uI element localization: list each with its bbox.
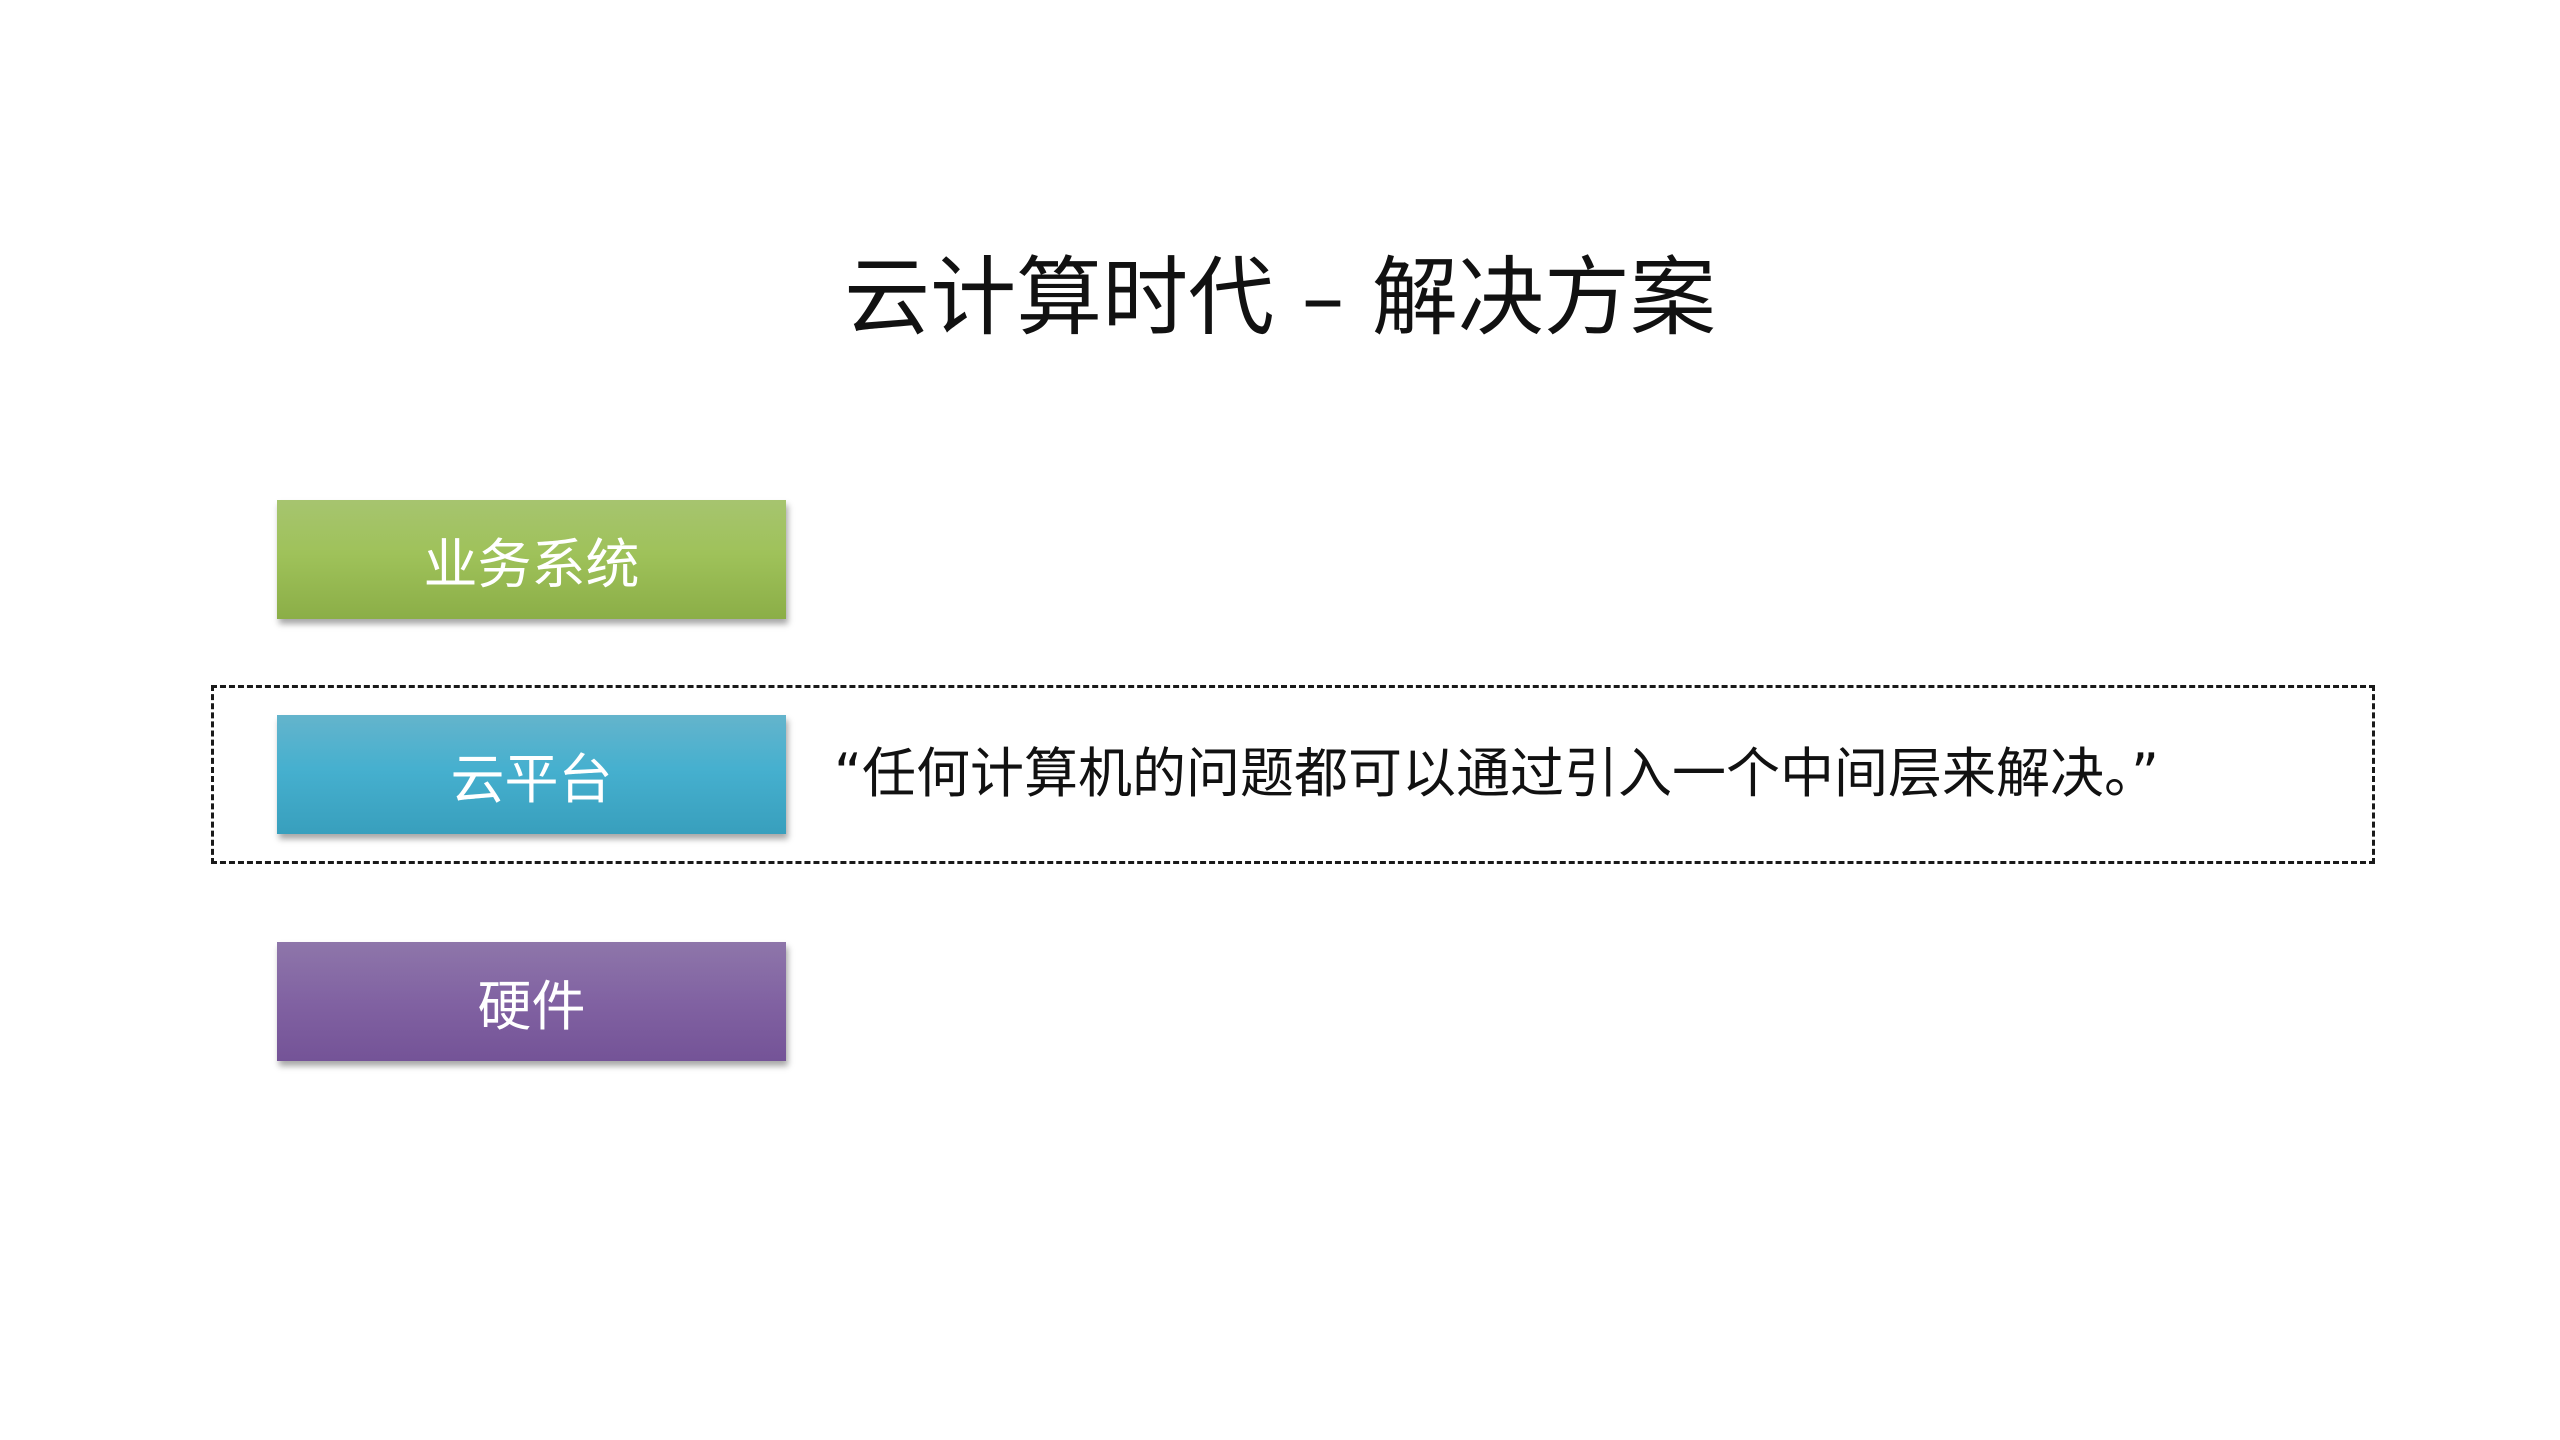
highlight-dashed-frame — [211, 685, 2375, 864]
layer-label: 业务系统 — [423, 533, 640, 596]
quote-text: “任何计算机的问题都可以通过引入一个中间层来解决。” — [834, 742, 2159, 805]
layer-hardware[interactable]: 硬件 — [277, 942, 786, 1061]
layer-business-systems[interactable]: 业务系统 — [277, 500, 786, 619]
layer-label: 硬件 — [477, 975, 586, 1038]
layer-label: 云平台 — [450, 748, 613, 811]
layer-cloud-platform[interactable]: 云平台 — [277, 715, 786, 834]
slide-title: 云计算时代 – 解决方案 — [844, 248, 1716, 348]
